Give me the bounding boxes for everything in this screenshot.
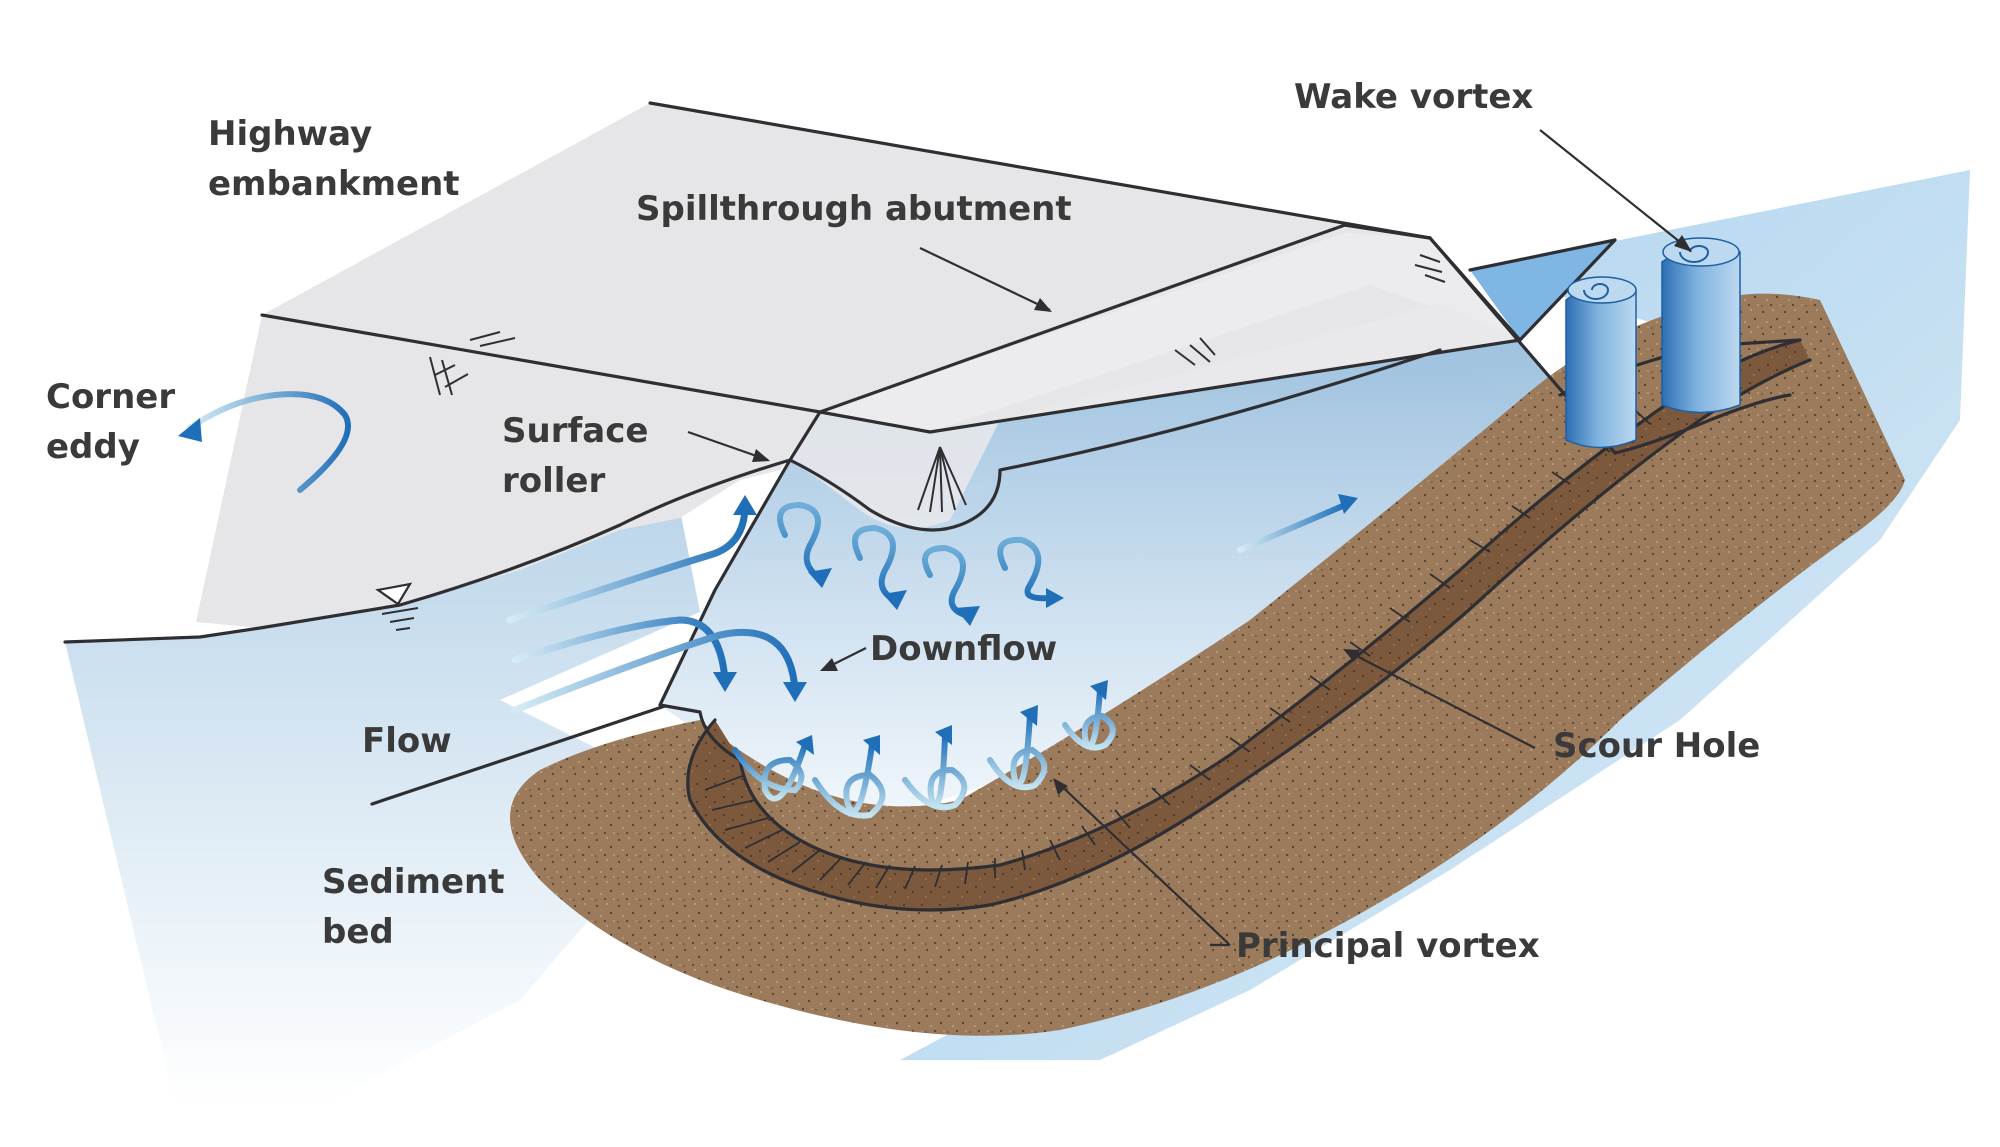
labels: Highway embankment Spillthrough abutment… (46, 77, 1760, 966)
flow-arrow-icon (511, 616, 729, 684)
vortex-swirl-arrow-icon (987, 712, 1048, 791)
vortex-swirl-arrow-icon (812, 742, 886, 819)
scour-hatching (704, 365, 1731, 890)
flow-label: Flow (362, 721, 452, 761)
flow-arrows (187, 391, 1348, 714)
downflow-label: Downflow (870, 629, 1057, 669)
principal-vortex-swirls (732, 687, 1116, 819)
wake-vortex-roll-icon (1565, 276, 1637, 449)
wake-vortex-label: Wake vortex (1294, 77, 1533, 117)
corner-eddy-label: Corner (46, 377, 175, 417)
highway-embankment-label: Highway (208, 114, 372, 154)
arrowheads (178, 418, 1358, 702)
wake-region (1470, 240, 1615, 340)
sediment-bed-label: Sediment (322, 862, 504, 902)
downstream-arrow-icon (1237, 502, 1348, 553)
surface-roller-heads (808, 568, 1064, 626)
vortex-swirl-arrow-icon (922, 544, 968, 618)
leader-lines (687, 129, 1692, 947)
abutment-water (710, 350, 1610, 828)
flow-arrow-icon (511, 628, 799, 714)
river-water-right (900, 170, 1970, 1060)
vortex-swirl-arrow-icon (732, 742, 808, 802)
slope-marks (429, 254, 1446, 513)
sediment-bed-label: bed (322, 912, 394, 952)
vortex-swirl-arrow-icon (852, 524, 898, 603)
surface-roller-swirls (777, 501, 1053, 618)
highway-embankment-label: embankment (208, 164, 460, 204)
highway-embankment (196, 103, 1430, 628)
vortex-swirl-arrow-icon (902, 732, 968, 811)
abutment-top (820, 233, 1520, 432)
water-level-symbol (375, 582, 419, 631)
flow-arrow-icon (506, 501, 749, 624)
vortex-swirl-arrow-icon (777, 501, 823, 581)
surface-roller-label: Surface (502, 411, 648, 451)
vortex-swirl-arrow-icon (997, 536, 1053, 602)
corner-eddy-label: eddy (46, 427, 140, 467)
scour-hole-label: Scour Hole (1553, 726, 1760, 766)
river-water-left (65, 510, 700, 1105)
principal-vortex-heads (796, 680, 1108, 755)
principal-vortex-label: Principal vortex (1236, 926, 1540, 966)
spillthrough-abutment-label: Spillthrough abutment (636, 189, 1072, 229)
sediment-bed (510, 293, 1905, 1036)
structure-outlines (63, 101, 1792, 762)
vortex-swirl-arrow-icon (1062, 687, 1116, 751)
abutment-slope-gray (790, 303, 1520, 528)
abutment-upper-gray (820, 285, 1520, 432)
wake-vortex-roll-icon (1661, 237, 1741, 414)
surface-roller-label: roller (502, 461, 605, 501)
corner-eddy-arrow-icon (187, 391, 351, 493)
scour-hole-outline (686, 358, 1812, 912)
sediment-bed-edge (370, 704, 667, 806)
